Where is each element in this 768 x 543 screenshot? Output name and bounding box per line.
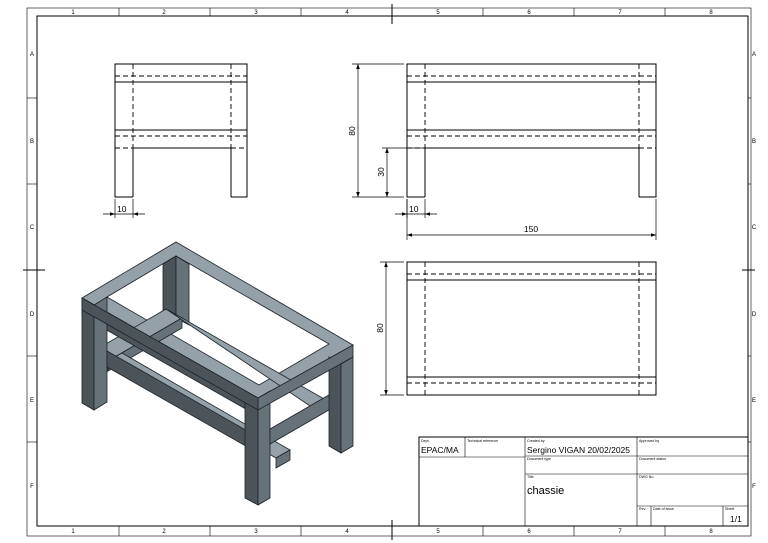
col-label: 8 <box>709 10 713 16</box>
row-label: C <box>30 225 35 231</box>
drawing-title: chassie <box>527 485 564 497</box>
col-label: 8 <box>709 529 713 535</box>
dwg-no-label: DWG No. <box>639 475 654 479</box>
sheet-label: Sheet <box>725 507 734 511</box>
dept-label: Dept. <box>421 439 430 443</box>
col-label: 5 <box>436 10 440 16</box>
row-label: E <box>752 398 756 404</box>
title-block <box>418 436 749 527</box>
date-label: Date of issue <box>653 507 674 511</box>
dimension-side-length: 150 <box>406 199 657 240</box>
dimension-side-mid: 30 <box>376 147 424 197</box>
created-by-label: Created by <box>527 439 545 443</box>
tech-ref-label: Technical reference <box>467 439 498 443</box>
col-label: 4 <box>345 10 349 16</box>
row-labels-right: A B C D E F <box>752 52 757 490</box>
column-labels-bottom: 1 2 3 4 5 6 7 8 <box>71 529 713 535</box>
sheet-value: 1/1 <box>730 514 742 524</box>
dimension-front-width: 10 <box>103 199 145 218</box>
dim-label: 10 <box>117 204 127 214</box>
dim-label: 10 <box>409 204 419 214</box>
front-view <box>114 63 248 198</box>
col-label: 5 <box>436 529 440 535</box>
column-labels-top: 1 2 3 4 5 6 7 8 <box>71 10 713 16</box>
dimension-side-foot: 10 <box>395 199 437 218</box>
centering-marks <box>23 4 755 540</box>
row-label: D <box>752 312 757 318</box>
doc-status-label: Document status <box>639 457 666 461</box>
dim-label: 150 <box>524 224 538 234</box>
col-label: 2 <box>162 10 166 16</box>
doc-type-label: Document type <box>527 457 551 461</box>
row-label: B <box>752 139 756 145</box>
col-label: 3 <box>254 529 258 535</box>
col-label: 3 <box>254 10 258 16</box>
top-view <box>406 261 657 396</box>
rev-label: Rev. <box>639 507 646 511</box>
col-label: 1 <box>71 10 75 16</box>
row-label: B <box>30 139 34 145</box>
col-label: 2 <box>162 529 166 535</box>
col-label: 6 <box>527 10 531 16</box>
side-view <box>406 63 657 198</box>
col-label: 7 <box>618 529 622 535</box>
row-label: F <box>752 484 756 490</box>
created-by-value: Sergino VIGAN 20/02/2025 <box>527 445 630 455</box>
dimension-top-height: 80 <box>375 261 404 396</box>
dept-value: EPAC/MA <box>421 445 459 455</box>
approved-by-label: Approved by <box>639 439 659 443</box>
col-label: 7 <box>618 10 622 16</box>
dim-label: 80 <box>375 323 385 333</box>
isometric-view <box>81 241 354 506</box>
row-label: F <box>30 484 34 490</box>
dim-label: 80 <box>347 126 357 136</box>
dim-label: 30 <box>376 167 386 177</box>
col-label: 6 <box>527 529 531 535</box>
row-label: A <box>30 52 34 58</box>
row-label: D <box>30 312 35 318</box>
row-label: C <box>752 225 757 231</box>
title-label: Title <box>527 475 534 479</box>
row-labels-left: A B C D E F <box>30 52 35 490</box>
outer-frame <box>26 7 752 537</box>
dimension-side-height: 80 <box>347 63 404 198</box>
col-label: 4 <box>345 529 349 535</box>
row-label: A <box>752 52 756 58</box>
row-label: E <box>30 398 34 404</box>
col-label: 1 <box>71 529 75 535</box>
